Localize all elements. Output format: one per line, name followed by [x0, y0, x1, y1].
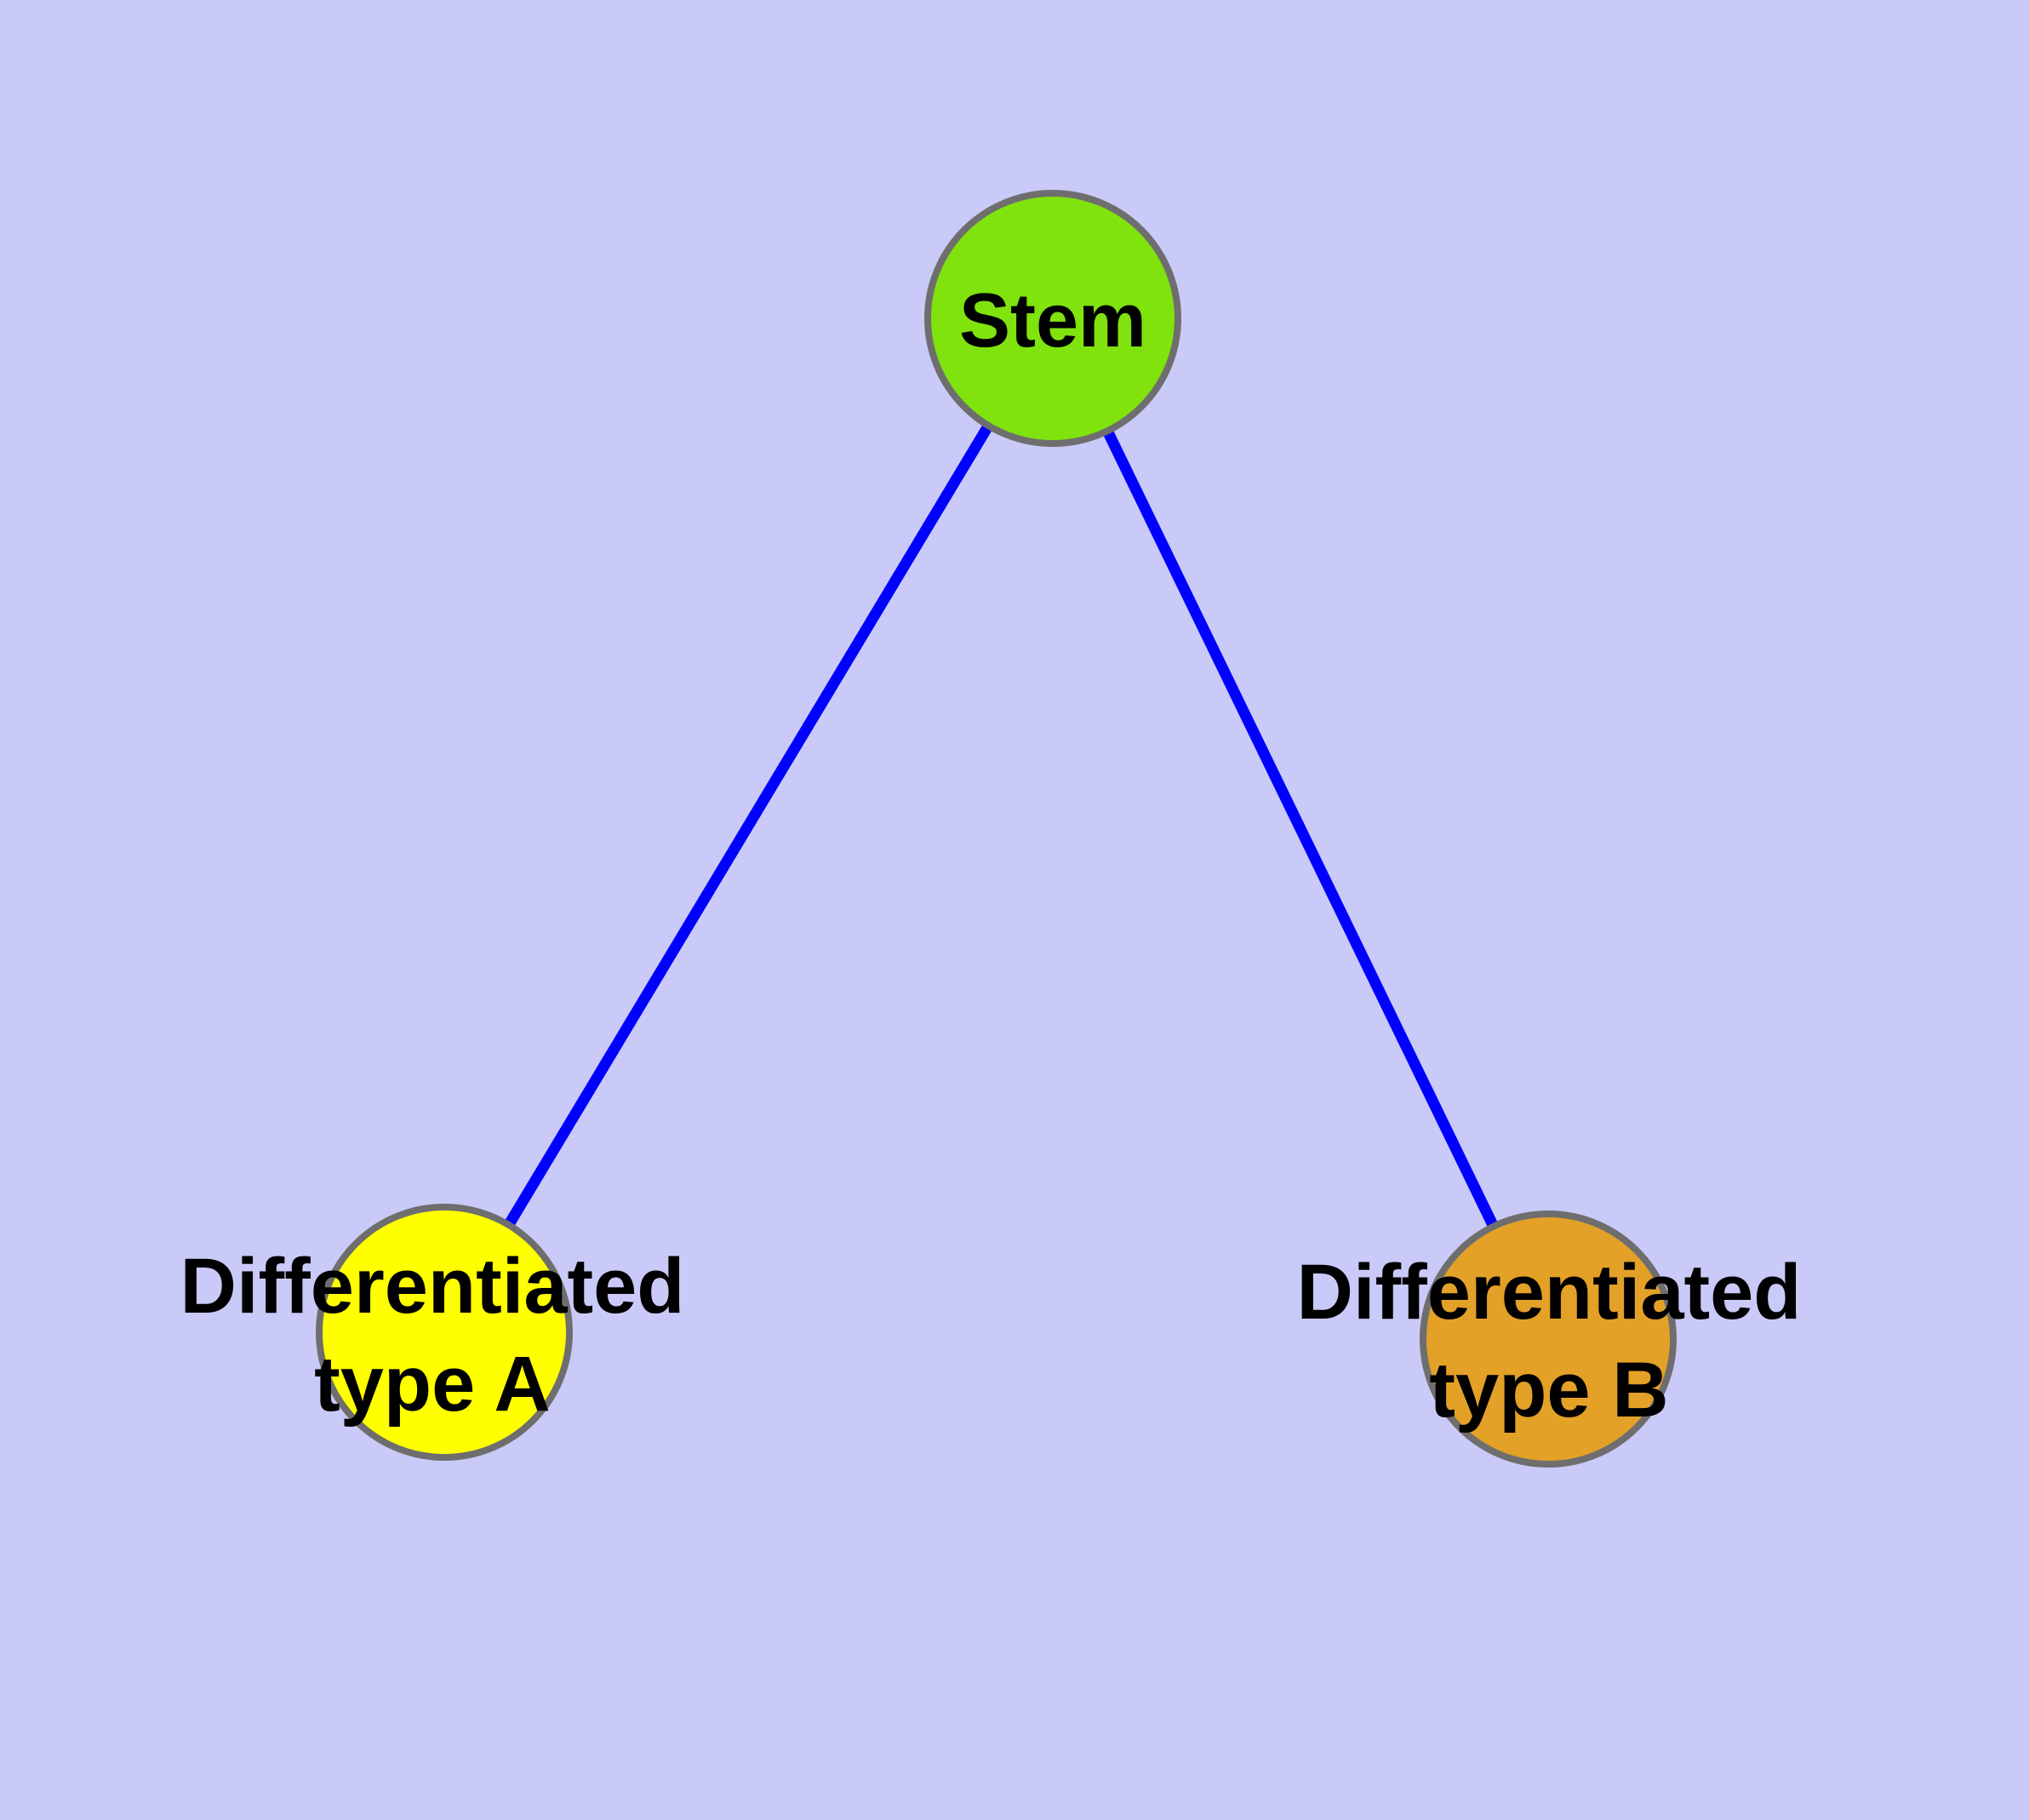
edge-stem-to-typeB: [1048, 316, 1553, 1342]
node-type-a-label-line1: Differentiated: [180, 1243, 685, 1330]
node-stem-circle: [924, 190, 1181, 447]
node-differentiated-type-b: Differentiated type B: [1297, 1210, 1802, 1468]
node-type-b-circle: [1420, 1210, 1677, 1468]
node-type-a-label-line2: type A: [314, 1341, 551, 1428]
edge-stem-to-typeA: [439, 315, 1058, 1336]
node-type-a-circle: [316, 1204, 573, 1461]
node-type-b-label-line1: Differentiated: [1297, 1249, 1802, 1336]
node-type-b-label-line2: type B: [1429, 1347, 1668, 1434]
node-differentiated-type-a: Differentiated type A: [180, 1204, 685, 1461]
node-stem-label: Stem: [959, 278, 1146, 363]
node-stem: Stem: [924, 190, 1181, 447]
